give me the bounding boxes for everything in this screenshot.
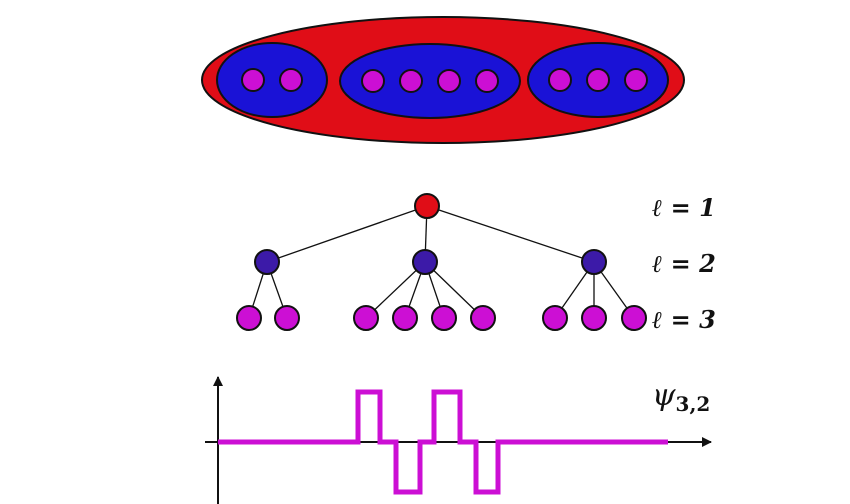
cluster-element	[361, 69, 385, 93]
tree-edge	[424, 261, 484, 319]
wavelet-curve	[218, 389, 668, 495]
cluster-element	[241, 68, 265, 92]
hierarchy-tree: ℓ = 1 ℓ = 2 ℓ = 3	[236, 193, 716, 334]
cluster-2	[339, 43, 521, 119]
tree-level2-node	[254, 249, 280, 275]
level-label-1: ℓ = 1	[652, 193, 716, 222]
tree-leaf-node	[542, 305, 568, 331]
level-label-2: ℓ = 2	[652, 249, 716, 278]
tree-edge	[365, 261, 426, 319]
wavelet-symbol: ψ	[652, 378, 676, 413]
tree-leaf-node	[581, 305, 607, 331]
cluster-element	[586, 68, 610, 92]
nested-clusters	[201, 16, 685, 144]
cluster-element	[437, 69, 461, 93]
tree-leaf-node	[392, 305, 418, 331]
cluster-element	[279, 68, 303, 92]
tree-leaf-node	[431, 305, 457, 331]
cluster-1	[216, 42, 328, 118]
tree-leaf-node	[274, 305, 300, 331]
cluster-element	[624, 68, 648, 92]
tree-leaf-node	[236, 305, 262, 331]
level-label-3: ℓ = 3	[652, 305, 716, 334]
wavelet-label: ψ3,2	[652, 378, 710, 416]
tree-level2-node	[581, 249, 607, 275]
cluster-element	[548, 68, 572, 92]
tree-root-node	[414, 193, 440, 219]
cluster-element	[475, 69, 499, 93]
wavelet-plot: ψ3,2	[205, 376, 712, 504]
tree-edge	[426, 205, 595, 263]
cluster-element	[399, 69, 423, 93]
tree-leaf-node	[353, 305, 379, 331]
wavelet-subscript: 3,2	[676, 392, 711, 416]
tree-leaf-node	[470, 305, 496, 331]
tree-leaf-node	[621, 305, 647, 331]
tree-edge	[266, 205, 428, 263]
tree-level2-node	[412, 249, 438, 275]
